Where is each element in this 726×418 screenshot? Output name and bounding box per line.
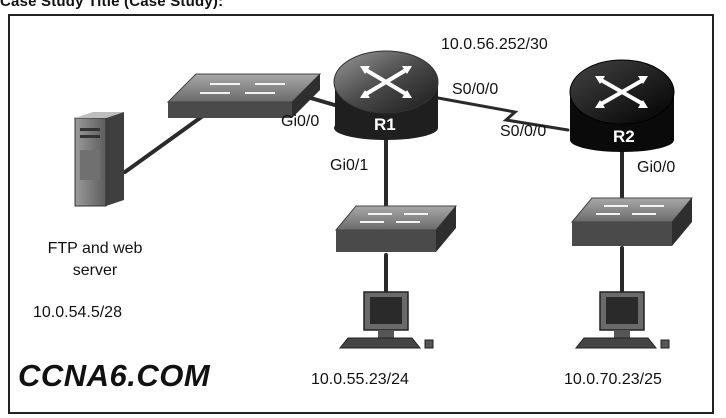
pc1-ip-label: 10.0.55.23/24: [311, 371, 409, 388]
server-icon: [74, 112, 124, 207]
serial-subnet-label: 10.0.56.252/30: [441, 36, 548, 53]
router-r1-icon: [333, 50, 439, 140]
serial-link: [436, 96, 570, 132]
pc-icon: [338, 291, 434, 349]
switch-icon: [166, 73, 322, 118]
r1-gi01-label: Gi0/1: [330, 157, 369, 174]
server-name-label: FTP and web server: [47, 240, 143, 279]
r1-gi00-label: Gi0/0: [281, 113, 320, 130]
r2-serial-port-label: S0/0/0: [500, 123, 547, 140]
switch-icon: [334, 205, 458, 252]
switch-icon: [570, 197, 694, 246]
r2-gi00-label: Gi0/0: [637, 159, 676, 176]
diagram-frame: [8, 14, 714, 414]
server-ip-label: 10.0.54.5/28: [33, 304, 122, 321]
pc-icon: [574, 291, 670, 349]
r1-name-label: R1: [374, 115, 396, 134]
pc2-ip-label: 10.0.70.23/25: [564, 371, 662, 388]
r1-serial-port-label: S0/0/0: [452, 81, 499, 98]
r2-name-label: R2: [613, 127, 635, 146]
watermark-text: CCNA6.COM: [18, 358, 211, 393]
router-r2-icon: [569, 59, 675, 152]
page-heading: Case Study Title (Case Study):: [0, 0, 224, 10]
